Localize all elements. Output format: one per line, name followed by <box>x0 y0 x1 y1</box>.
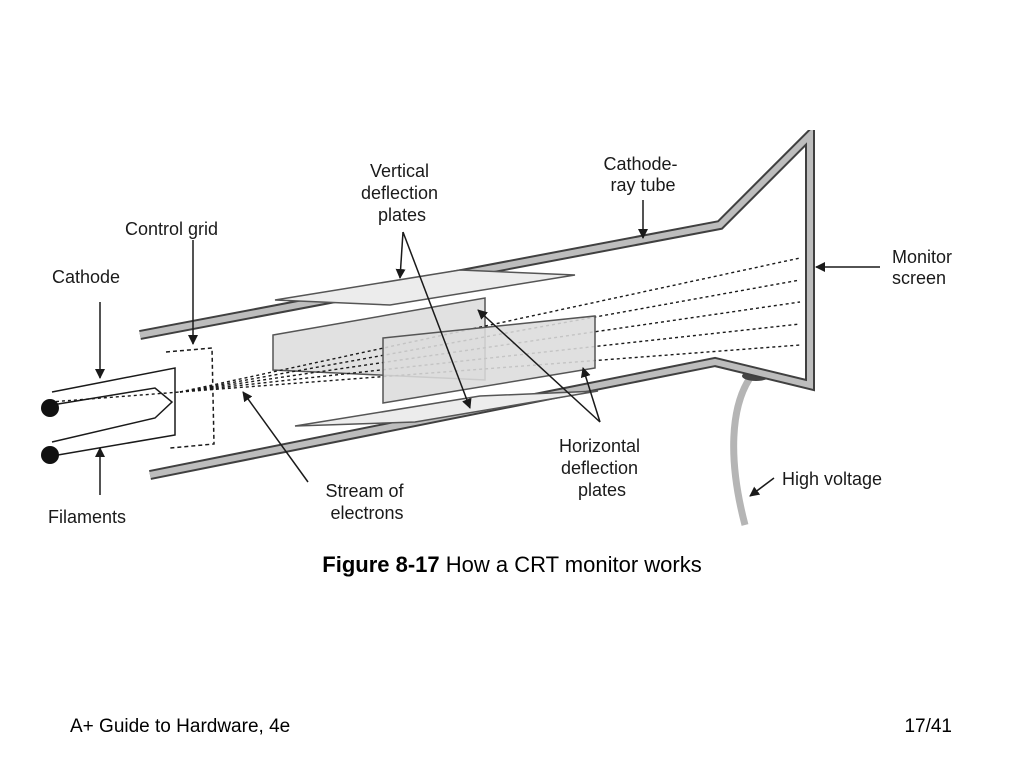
horizontal-plate-front <box>382 315 596 404</box>
label-high-voltage: High voltage <box>782 469 882 489</box>
label-stream-of-electrons: Stream of electrons <box>325 481 408 523</box>
label-filaments: Filaments <box>48 507 126 527</box>
control-grid <box>165 347 215 449</box>
figure-caption: Figure 8-17 How a CRT monitor works <box>0 552 1024 578</box>
crt-diagram: Cathode Control grid Vertical deflection… <box>41 130 957 527</box>
vertical-plate-bottom <box>294 390 599 427</box>
stream-arrow <box>242 391 309 483</box>
high-voltage-cable <box>730 372 755 526</box>
figure-caption-text: How a CRT monitor works <box>445 552 702 577</box>
label-vertical-plates: Vertical deflection plates <box>361 161 443 225</box>
filament-terminal-bottom <box>41 446 59 464</box>
label-cathode: Cathode <box>52 267 120 287</box>
horizontal-plates-arrow-rear <box>477 309 601 423</box>
filament-terminal-top <box>41 399 59 417</box>
cathode-assembly <box>51 367 176 457</box>
vertical-plates-arrow-bottom <box>402 231 472 409</box>
figure-number: Figure 8-17 <box>322 552 440 577</box>
horizontal-plates-arrow-front <box>580 367 601 423</box>
footer-title: A+ Guide to Hardware, 4e <box>70 716 291 737</box>
high-voltage-arrow <box>749 477 775 497</box>
label-cathode-ray-tube: Cathode- ray tube <box>603 154 682 195</box>
label-horizontal-plates: Horizontal deflection plates <box>559 436 645 500</box>
label-monitor-screen: Monitor screen <box>892 247 957 288</box>
vertical-plates-arrow-top <box>395 231 406 279</box>
page-number: 17/41 <box>904 716 952 737</box>
vertical-plate-top <box>274 269 576 306</box>
label-control-grid: Control grid <box>125 219 218 239</box>
